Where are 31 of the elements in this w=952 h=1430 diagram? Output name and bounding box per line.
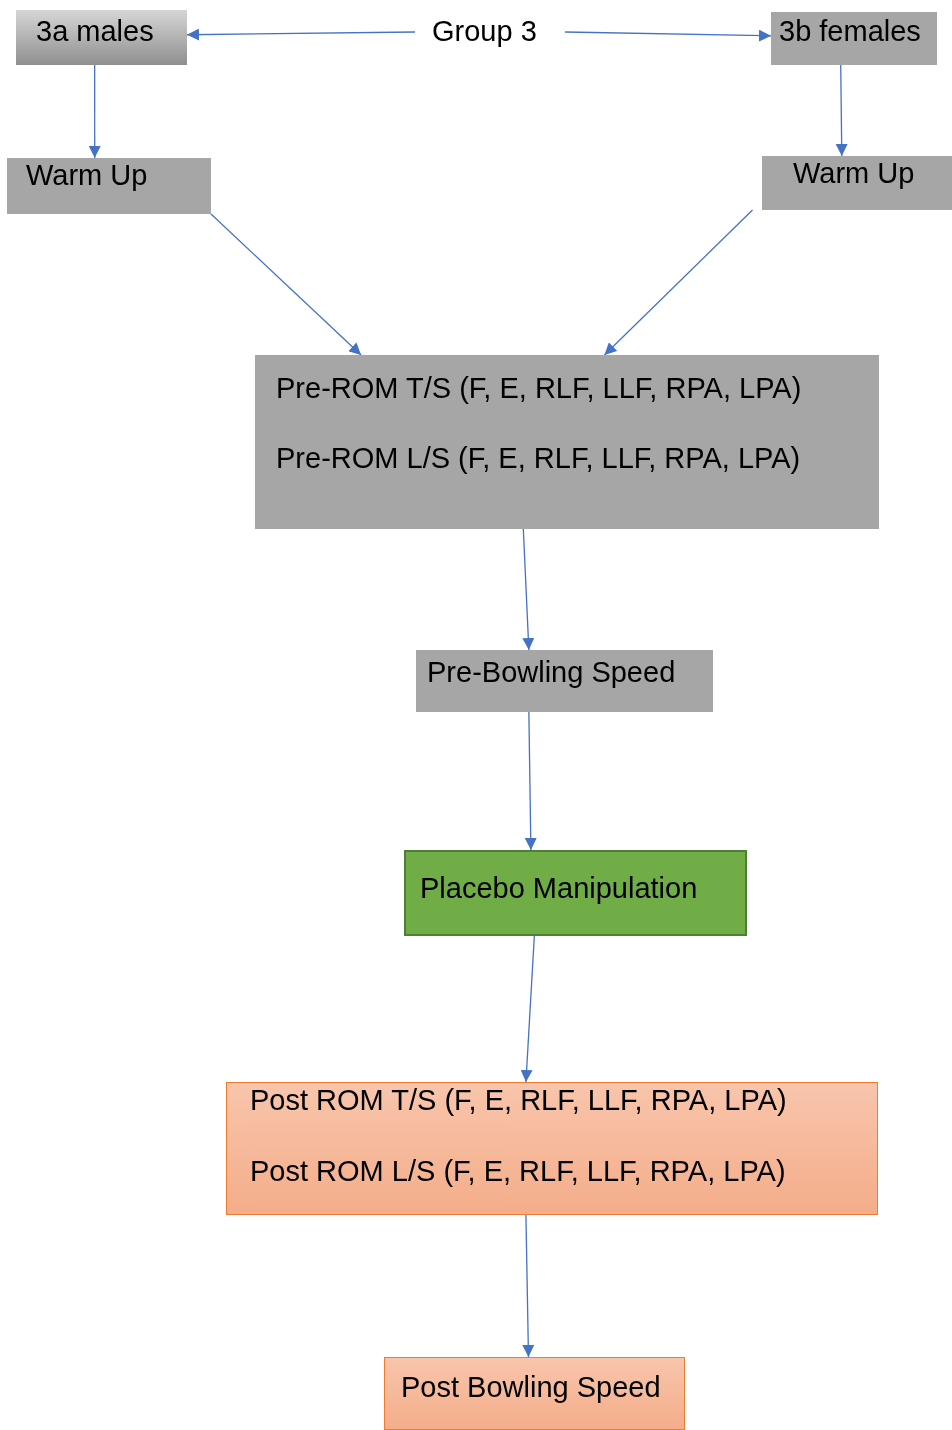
arrow [520, 935, 535, 1083]
box-text: Warm Up [26, 158, 148, 192]
arrow [835, 64, 848, 157]
process-box [384, 1357, 685, 1430]
process-box [771, 12, 937, 65]
process-box [226, 1082, 878, 1215]
arrow [88, 64, 101, 159]
process-box [404, 850, 747, 936]
box-text: 3a males [36, 14, 154, 48]
arrow [564, 29, 772, 42]
process-box [255, 355, 879, 529]
box-text: Pre-ROM L/S (F, E, RLF, LLF, RPA, LPA) [276, 441, 801, 475]
arrow [524, 711, 537, 851]
process-box [416, 650, 713, 712]
box-text: Pre-ROM T/S (F, E, RLF, LLF, RPA, LPA) [276, 371, 802, 405]
process-box [16, 10, 187, 65]
group-label: Group 3 [432, 14, 537, 48]
box-text: Post ROM T/S (F, E, RLF, LLF, RPA, LPA) [250, 1083, 787, 1117]
box-text: Pre-Bowling Speed [427, 655, 676, 689]
box-text: Post ROM L/S (F, E, RLF, LLF, RPA, LPA) [250, 1154, 786, 1188]
arrow [522, 1214, 535, 1358]
arrow [210, 213, 362, 356]
arrow [186, 28, 416, 41]
box-text: 3b females [779, 14, 921, 48]
box-text: Placebo Manipulation [420, 871, 698, 905]
process-box [7, 158, 211, 214]
process-box [762, 156, 952, 210]
box-text: Post Bowling Speed [401, 1370, 661, 1404]
arrow [603, 209, 754, 356]
arrow [522, 528, 535, 651]
box-text: Warm Up [793, 156, 915, 190]
